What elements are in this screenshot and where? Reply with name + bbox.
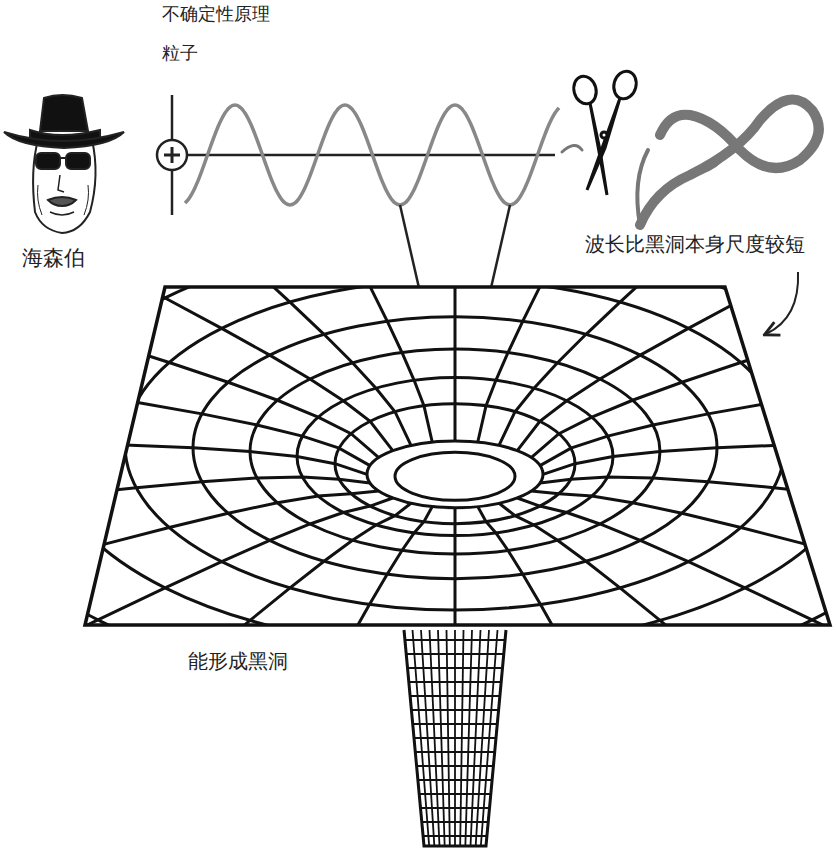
grid-radial: [0, 324, 370, 466]
throat-ring: [390, 653, 520, 655]
grid-radial: [540, 477, 836, 556]
throat-ring: [390, 821, 520, 823]
grid-radial: [5, 503, 411, 829]
grid-radial: [5, 50, 411, 445]
throat-ring: [390, 751, 520, 753]
cut-string-ribbon: [562, 100, 819, 225]
grid-ring: [367, 441, 543, 508]
grid-radial: [499, 503, 836, 829]
throat-ring: [390, 793, 520, 795]
hole-mouth: [395, 452, 515, 500]
heisenberg-portrait: [4, 95, 124, 233]
grid-radial: [478, 507, 688, 849]
annotation-label: 波长比黑洞本身尺度较短: [583, 232, 807, 256]
grid-radial: [222, 5, 432, 442]
grid-radial: [531, 215, 836, 458]
grid-radial: [454, 0, 457, 441]
throat-ring: [390, 737, 520, 739]
throat-ring: [390, 835, 520, 837]
grid-radial: [0, 477, 370, 556]
grid-radial: [517, 498, 836, 758]
throat-ring: [390, 667, 520, 669]
annotation-label: 能形成黑洞: [186, 649, 290, 673]
grid-ring: [0, 189, 836, 694]
person-label: 海森伯: [20, 246, 87, 271]
principle-label: 不确定性原理: [160, 3, 272, 25]
grid-radial: [0, 491, 379, 665]
throat-ring: [390, 709, 520, 711]
black-hole-throat: [390, 630, 520, 846]
throat-ring: [390, 639, 520, 641]
throat-outline: [404, 630, 506, 846]
grid-radial: [540, 324, 836, 466]
grid-radial: [543, 440, 836, 474]
throat-ring: [390, 723, 520, 725]
throat-ring: [390, 779, 520, 781]
pointer-arrow: [766, 272, 798, 334]
scissors: [571, 69, 639, 195]
grid-radial: [0, 498, 393, 758]
throat-ring: [390, 807, 520, 809]
grid-border: [85, 287, 830, 625]
grid-radial: [0, 215, 379, 458]
grid-ring: [45, 238, 836, 648]
grid-radial: [0, 440, 367, 474]
throat-ring: [390, 765, 520, 767]
grid-radial: [478, 5, 688, 442]
wave: [185, 105, 559, 205]
particle-label: 粒子: [160, 42, 200, 64]
